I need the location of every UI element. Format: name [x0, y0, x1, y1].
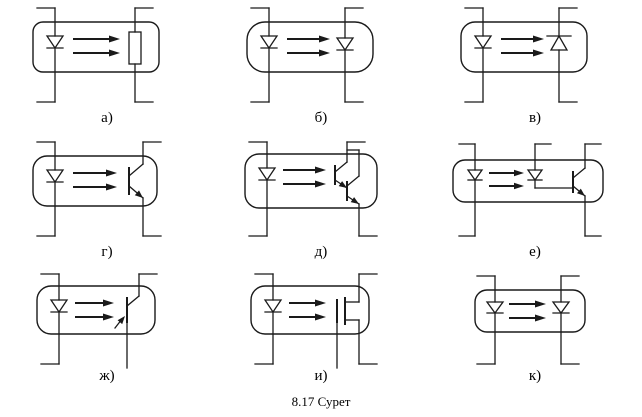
- optocoupler-body: [32, 155, 158, 207]
- light-arrows-icon: [289, 299, 326, 321]
- cell-label: б): [314, 110, 328, 126]
- cell-label: в): [528, 110, 542, 126]
- light-arrows-icon: [75, 299, 114, 321]
- darlington-phototransistor-icon: [334, 141, 378, 237]
- led-icon: [248, 141, 277, 237]
- light-arrows-icon: [287, 35, 330, 57]
- led-icon: [464, 7, 493, 103]
- cell-i: и): [214, 268, 428, 388]
- phototransistor-optocoupler-icon: [32, 141, 162, 237]
- cell-b: б): [214, 2, 428, 136]
- optocoupler-body: [250, 285, 370, 335]
- photo-fet-optocoupler-icon: [250, 273, 378, 369]
- photothyristor-optocoupler-icon: [36, 273, 158, 369]
- resistor-optocoupler-icon: [32, 7, 160, 103]
- photothyristor-icon: [114, 273, 158, 369]
- light-arrows-icon: [73, 169, 117, 191]
- photovoltaic-diode-icon: [546, 7, 578, 103]
- led-icon: [36, 7, 65, 103]
- figure-caption: 8.17 Сурет: [291, 394, 351, 409]
- light-arrows-icon: [489, 169, 524, 190]
- diode-transistor-optocoupler-icon: [452, 143, 604, 237]
- cell-label: ж): [99, 368, 115, 384]
- led-icon: [458, 143, 484, 237]
- optocoupler-body: [246, 21, 374, 73]
- led-icon: [254, 273, 283, 365]
- cell-v: в): [428, 2, 642, 136]
- cell-label: и): [314, 368, 328, 384]
- optocoupler-body: [244, 153, 378, 209]
- cell-e: е): [428, 136, 642, 268]
- optocoupler-body: [474, 289, 586, 333]
- phototransistor-icon: [128, 141, 162, 237]
- cell-g: г): [0, 136, 214, 268]
- cell-zh: ж): [0, 268, 214, 388]
- photodiode-icon: [335, 7, 364, 103]
- optocoupler-grid: а): [0, 2, 642, 388]
- light-arrows-icon: [73, 35, 120, 57]
- cell-label: а): [101, 110, 113, 126]
- cell-d: д): [214, 136, 428, 268]
- transistor-icon: [572, 143, 602, 237]
- light-arrows-icon: [501, 35, 544, 57]
- optocoupler-body: [32, 21, 160, 73]
- cell-a: а): [0, 2, 214, 136]
- photodiode-icon: [551, 275, 580, 365]
- cell-k: к): [428, 268, 642, 388]
- cell-label: д): [314, 244, 328, 260]
- photodiode-optocoupler-icon: [246, 7, 374, 103]
- darlington-optocoupler-icon: [244, 141, 378, 237]
- light-arrows-icon: [509, 300, 546, 322]
- optocoupler-body: [36, 285, 156, 335]
- led-icon: [36, 141, 65, 237]
- photo-fet-icon: [336, 273, 378, 369]
- cell-label: е): [529, 244, 541, 260]
- photoresistor-icon: [128, 7, 154, 103]
- light-arrows-icon: [283, 166, 326, 188]
- optocoupler-body: [460, 21, 588, 73]
- led-icon: [40, 273, 69, 365]
- cell-label: к): [528, 368, 542, 384]
- photodiode-icon: [526, 143, 574, 189]
- photovoltaic-optocoupler-icon: [460, 7, 588, 103]
- cell-label: г): [101, 244, 113, 260]
- diode-diode-optocoupler-icon: [474, 275, 586, 365]
- led-icon: [476, 275, 505, 365]
- optocoupler-body: [452, 159, 604, 203]
- led-icon: [250, 7, 279, 103]
